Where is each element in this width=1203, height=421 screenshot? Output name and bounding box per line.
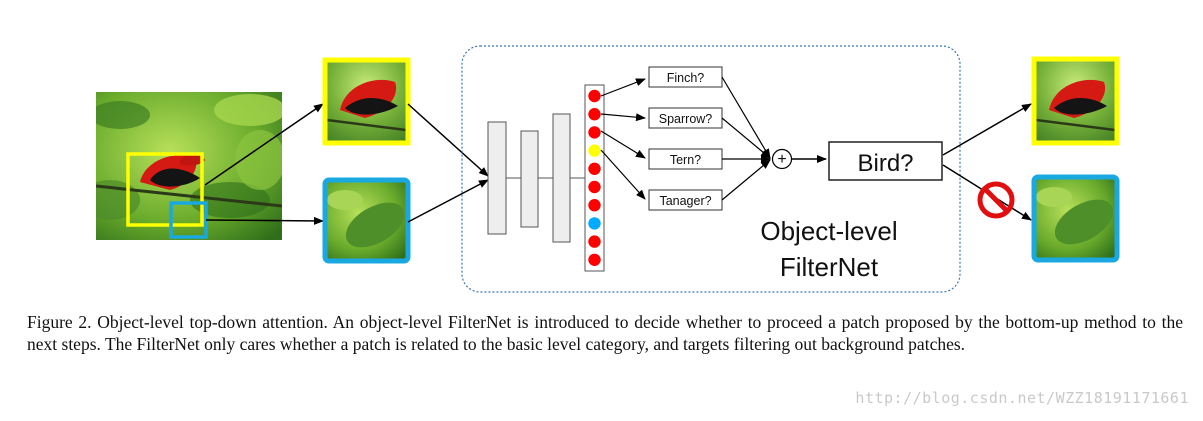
feature-dots (588, 89, 601, 266)
feature-dot (588, 217, 601, 230)
no-entry-icon (977, 181, 1015, 219)
filternet-title-line1: Object-level (760, 216, 897, 246)
feature-dot (588, 199, 601, 212)
feature-dot (588, 89, 601, 103)
cnn-layers (487, 113, 571, 243)
class-box-tanager: Tanager? (648, 189, 723, 211)
feature-dot (588, 126, 601, 139)
watermark: http://blog.csdn.net/WZZ18191171661 (855, 389, 1189, 407)
class-box-finch: Finch? (648, 66, 723, 88)
class-label: Finch? (667, 71, 705, 85)
feature-dot (588, 180, 601, 194)
decision-box: Bird? (828, 141, 943, 181)
class-label: Tanager? (659, 194, 711, 208)
feature-dot (588, 144, 601, 157)
rejected-patch (1031, 174, 1120, 263)
feature-dot (588, 235, 601, 248)
bird-patch (322, 57, 411, 146)
filternet-diagram: Finch? Sparrow? Tern? Tanager? + Bird? O… (96, 45, 1120, 293)
object-proposal-box (126, 152, 204, 227)
class-box-sparrow: Sparrow? (648, 107, 723, 129)
accepted-patch (1031, 56, 1120, 146)
class-box-tern: Tern? (648, 148, 723, 170)
feature-dot (588, 108, 601, 121)
source-image (96, 92, 282, 240)
filternet-title-line2: FilterNet (780, 252, 879, 282)
sum-node: + (771, 148, 793, 170)
plus-symbol: + (777, 151, 786, 168)
decision-label: Bird? (857, 150, 913, 177)
figure-caption: Figure 2. Object-level top-down attentio… (27, 312, 1183, 354)
class-label: Tern? (670, 153, 701, 167)
feature-dot (588, 162, 601, 175)
feature-dot (588, 253, 601, 266)
class-label: Sparrow? (659, 112, 713, 126)
background-patch (322, 177, 411, 264)
